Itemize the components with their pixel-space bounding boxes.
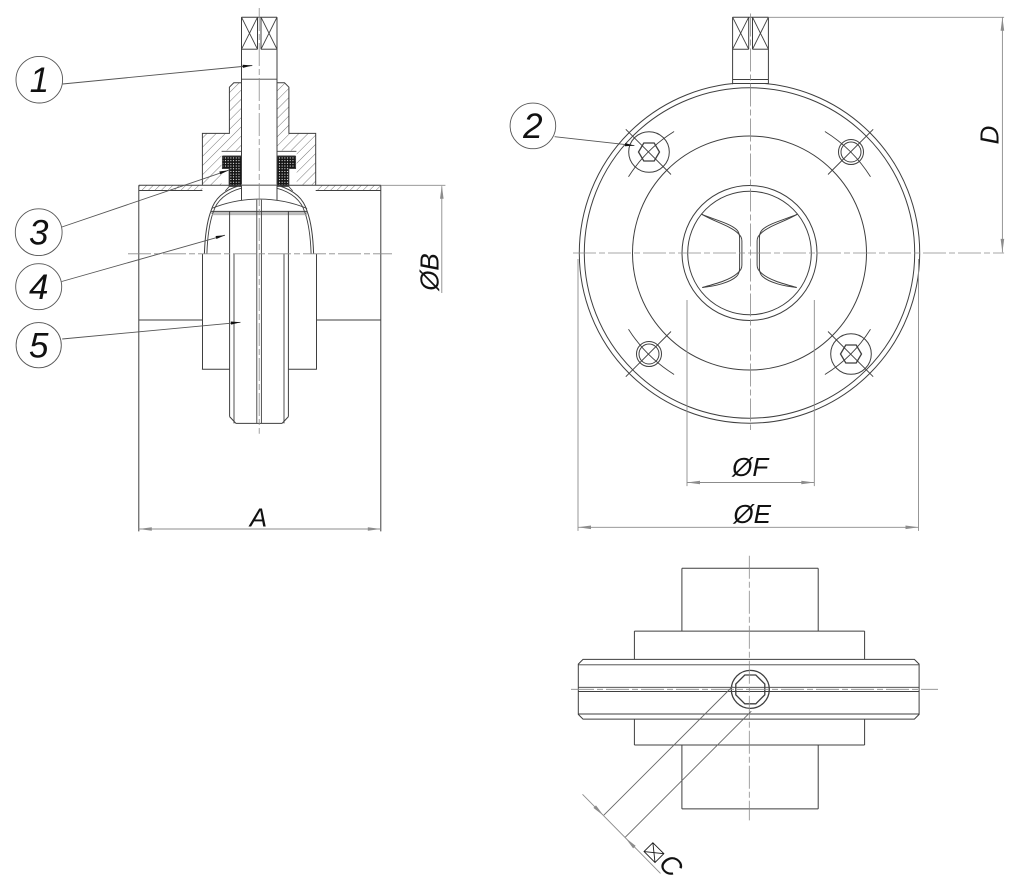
svg-text:5: 5 bbox=[29, 327, 49, 366]
svg-text:ØF: ØF bbox=[731, 452, 770, 482]
svg-text:1: 1 bbox=[30, 61, 49, 100]
svg-text:D: D bbox=[974, 126, 1004, 145]
svg-text:4: 4 bbox=[29, 268, 48, 307]
svg-text:A: A bbox=[248, 503, 267, 533]
svg-text:ØE: ØE bbox=[732, 499, 771, 529]
svg-text:2: 2 bbox=[522, 107, 542, 146]
svg-text:3: 3 bbox=[29, 214, 49, 253]
svg-text:ØB: ØB bbox=[415, 253, 445, 292]
